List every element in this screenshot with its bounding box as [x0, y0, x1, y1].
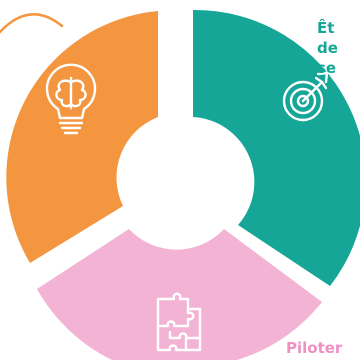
target-arrow-icon	[282, 71, 329, 122]
curved-arrow-decoration	[0, 13, 64, 34]
puzzle-pieces-icon	[156, 292, 202, 352]
top-callout-text: Êt de se	[317, 18, 338, 78]
top-callout-line-1: Êt	[317, 19, 335, 37]
segment-orange	[6, 11, 159, 263]
lightbulb-brain-icon	[45, 63, 97, 135]
top-callout-line-2: de	[317, 39, 338, 57]
top-callout-line-3: se	[317, 59, 337, 77]
bottom-callout-text: Piloter	[286, 339, 343, 357]
